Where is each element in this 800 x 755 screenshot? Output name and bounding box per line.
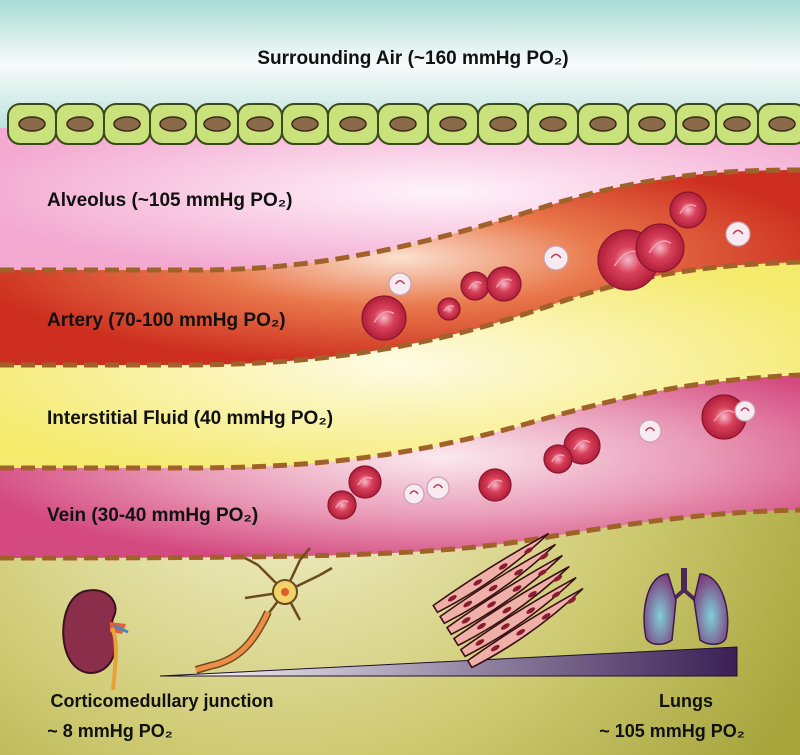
vessel-membranes <box>0 167 800 561</box>
interstitial-fluid-layer <box>0 262 800 468</box>
alveolar-epithelium <box>7 103 800 145</box>
red-blood-cell <box>543 444 573 474</box>
artery-upper-membrane <box>0 167 800 273</box>
white-blood-cell <box>426 476 450 500</box>
blood-cells <box>327 191 756 520</box>
high-end-label: Lungs <box>659 691 713 711</box>
epithelial-cell <box>55 103 105 145</box>
artery-lower-membrane <box>0 259 800 368</box>
epithelial-cell <box>427 103 479 145</box>
muscle-fiber <box>445 554 563 636</box>
white-blood-cell <box>725 221 751 247</box>
vein-upper-membrane <box>0 372 800 471</box>
epithelial-cell <box>715 103 759 145</box>
epithelial-cell <box>477 103 529 145</box>
muscle-fiber <box>466 587 584 669</box>
low-end-label: Corticomedullary junction <box>50 691 273 711</box>
epithelial-cell <box>195 103 239 145</box>
epithelial-cell <box>103 103 151 145</box>
vein-lower-membrane <box>0 507 800 561</box>
red-blood-cell <box>348 465 382 499</box>
epithelial-cell <box>327 103 379 145</box>
red-blood-cell <box>669 191 707 229</box>
vein-label: Vein (30-40 mmHg PO₂) <box>47 505 258 526</box>
muscle-fiber <box>459 576 577 658</box>
muscle-fiber <box>432 532 550 614</box>
muscle-fiber <box>439 543 557 625</box>
red-blood-cell <box>486 266 522 302</box>
epithelial-cell <box>675 103 717 145</box>
red-blood-cell <box>361 295 407 341</box>
muscle-fibers-icon <box>432 532 584 669</box>
artery-layer <box>0 170 800 365</box>
low-end-value: ~ 8 mmHg PO₂ <box>47 721 173 741</box>
red-blood-cell <box>635 223 685 273</box>
neuron-icon <box>194 547 333 674</box>
red-blood-cell <box>563 427 601 465</box>
red-blood-cell <box>327 490 357 520</box>
alveolus-layer <box>0 128 800 270</box>
high-end-value: ~ 105 mmHg PO₂ <box>599 721 745 741</box>
red-blood-cell <box>478 468 512 502</box>
epithelial-cell <box>377 103 429 145</box>
oxygen-gradient-wedge <box>159 646 738 677</box>
white-blood-cell <box>543 245 569 271</box>
epithelial-cell <box>7 103 57 145</box>
epithelial-cell <box>527 103 579 145</box>
red-blood-cell <box>460 271 490 301</box>
epithelial-cell <box>757 103 800 145</box>
artery-label: Artery (70-100 mmHg PO₂) <box>47 310 286 331</box>
epithelial-cell <box>237 103 283 145</box>
white-blood-cell <box>734 400 756 422</box>
epithelial-cell <box>627 103 677 145</box>
kidney-icon <box>62 589 129 691</box>
epithelial-cell <box>577 103 629 145</box>
alveolus-label: Alveolus (~105 mmHg PO₂) <box>47 190 293 211</box>
lungs-icon <box>643 568 729 645</box>
white-blood-cell <box>403 483 425 505</box>
vein-layer <box>0 375 800 558</box>
white-blood-cell <box>388 272 412 296</box>
red-blood-cell <box>437 297 461 321</box>
epithelial-cell <box>281 103 329 145</box>
interstitial-label: Interstitial Fluid (40 mmHg PO₂) <box>47 408 333 429</box>
muscle-fiber <box>452 565 570 647</box>
epithelial-cell <box>149 103 197 145</box>
white-blood-cell <box>638 419 662 443</box>
air-label: Surrounding Air (~160 mmHg PO₂) <box>257 48 568 69</box>
